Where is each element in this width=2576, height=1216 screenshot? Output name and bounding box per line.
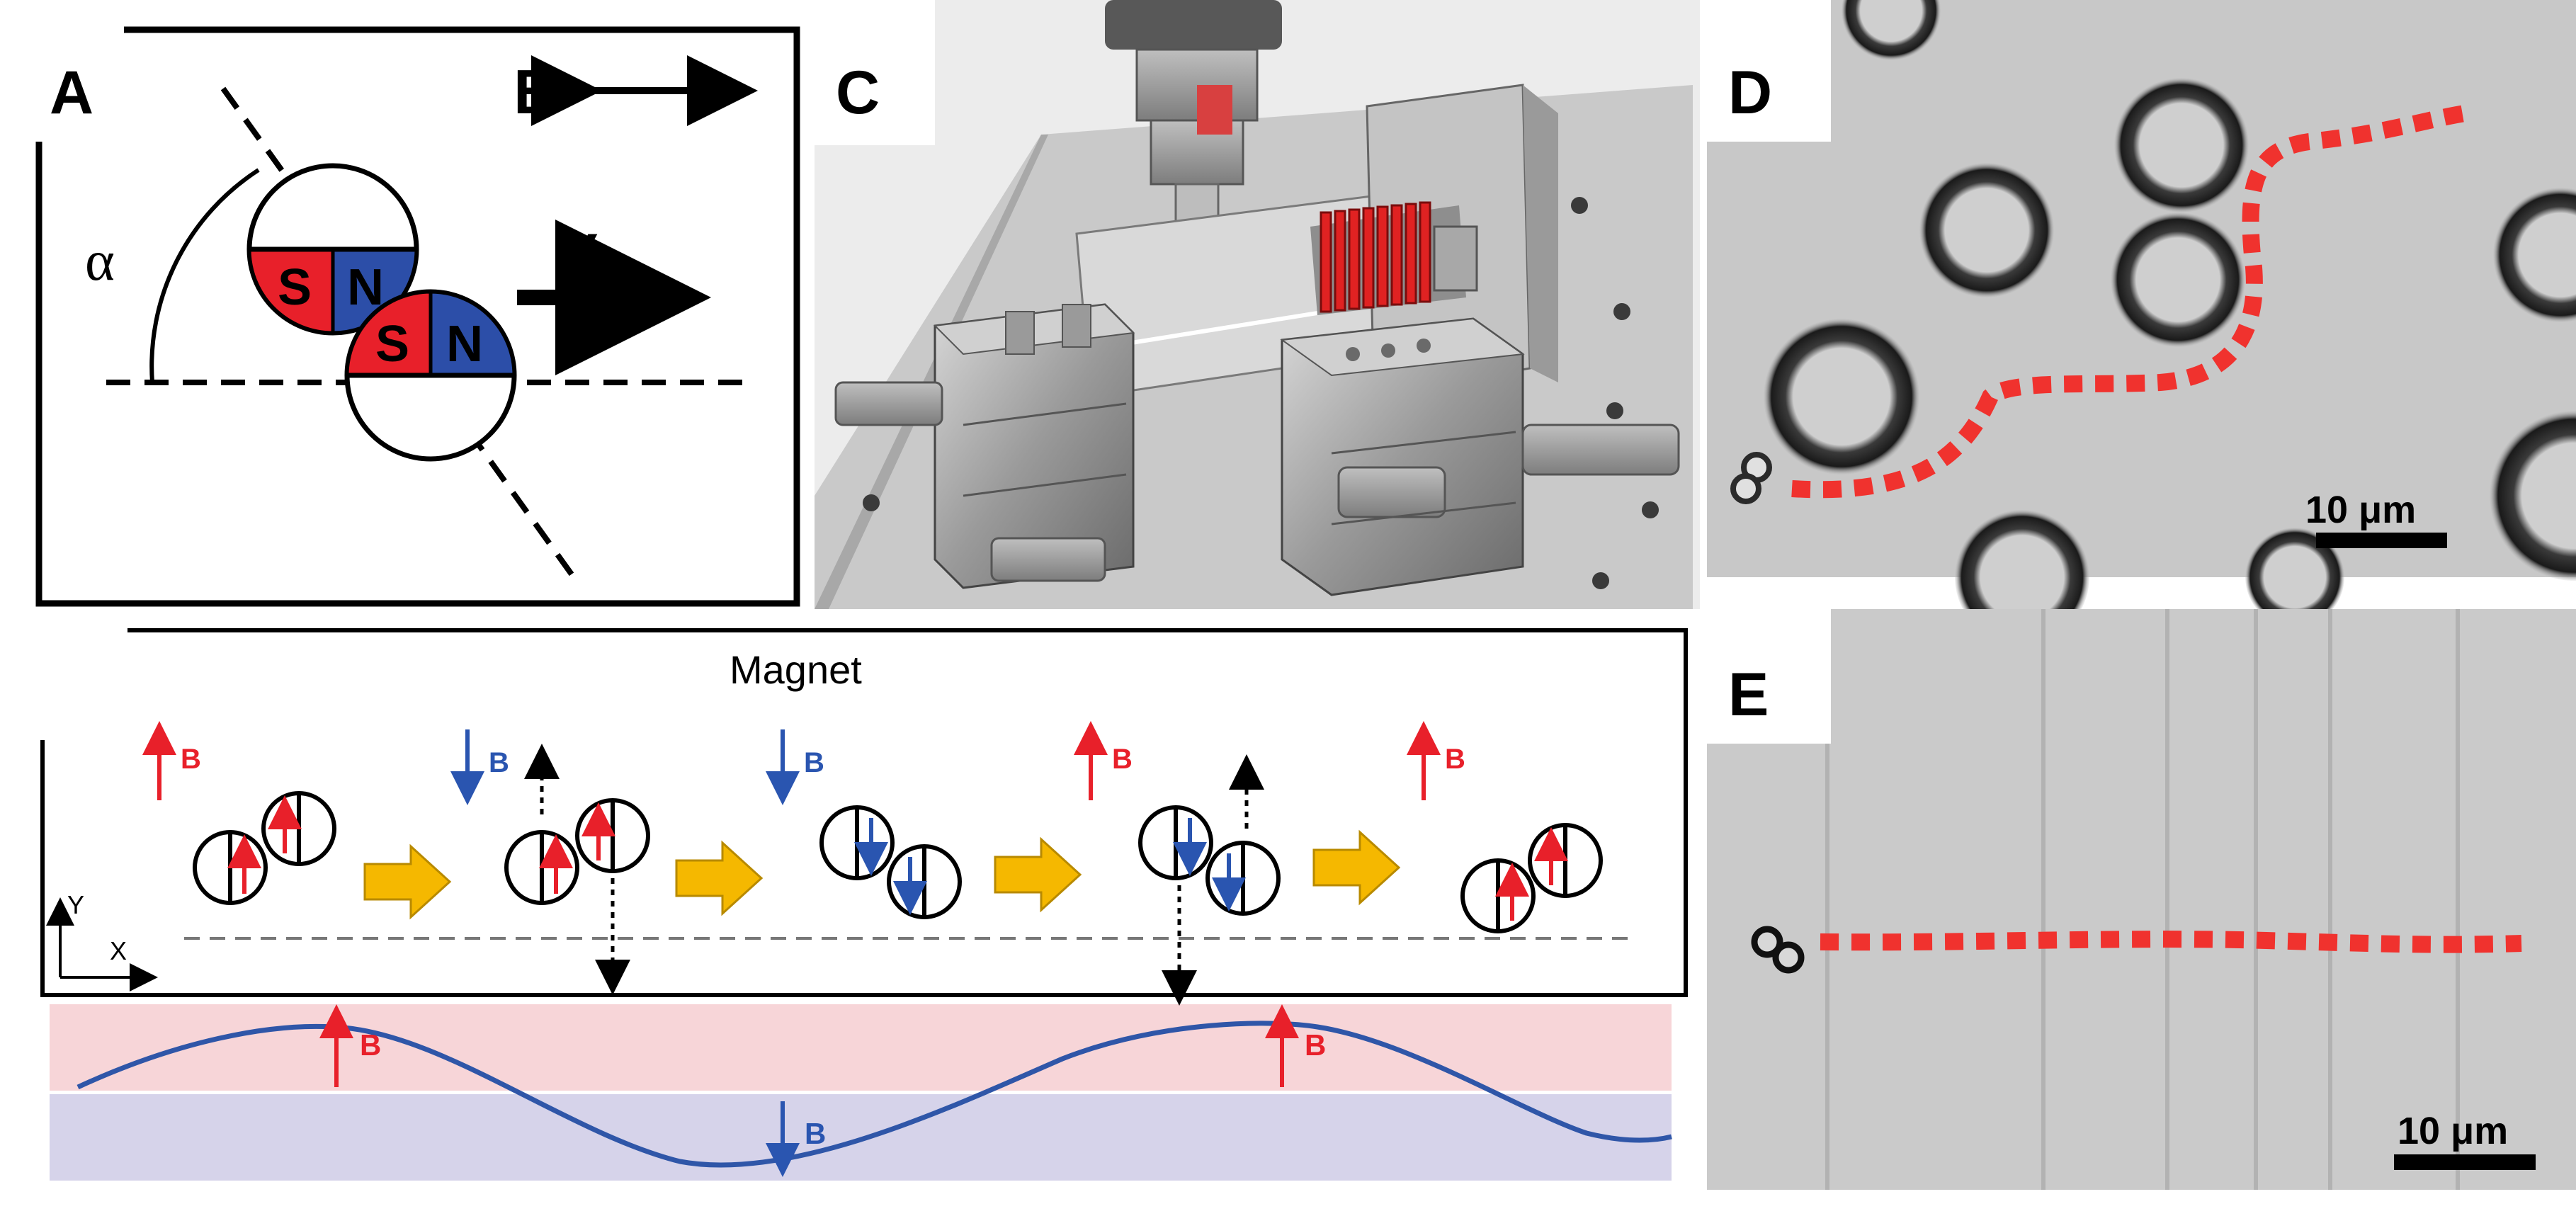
svg-text:B: B — [1305, 1028, 1326, 1062]
angle-label: α — [85, 230, 115, 292]
axis-x-label: X — [110, 936, 127, 965]
translation-stage-left — [834, 303, 1135, 589]
scale-bar-d — [2316, 533, 2447, 548]
svg-text:N: N — [446, 316, 483, 373]
dimer-state-1 — [193, 791, 336, 905]
field-indicator-5: B — [1407, 721, 1465, 800]
panel-a: A B α V S N S N — [0, 0, 800, 607]
panel-c-letter: C — [836, 59, 880, 127]
svg-text:B: B — [489, 747, 509, 778]
trajectory-e — [1820, 931, 2522, 953]
dimer-state-4 — [1138, 754, 1281, 1006]
panel-d: D 10 μm — [1707, 0, 2576, 644]
step-arrow-3 — [994, 836, 1082, 913]
svg-text:B: B — [1445, 744, 1465, 775]
panel-b: B Magnet B B B Y X B B B — [28, 627, 1688, 1181]
step-arrow-1 — [363, 843, 452, 920]
panel-c: C — [815, 0, 1700, 609]
magnet-title: Magnet — [730, 647, 862, 692]
step-arrow-2 — [675, 840, 764, 916]
panel-e-letter: E — [1728, 661, 1769, 729]
svg-text:B: B — [805, 1117, 826, 1150]
dimer-state-3 — [819, 805, 962, 919]
panel-e: E 10 μm — [1707, 609, 2576, 1190]
scale-bar-label-d: 10 μm — [2305, 489, 2416, 531]
scale-bar-e — [2394, 1154, 2536, 1170]
svg-text:B: B — [360, 1028, 381, 1062]
scale-bar-label-e: 10 μm — [2398, 1110, 2508, 1152]
microscope-objective — [1105, 0, 1282, 50]
axis-y-label: Y — [67, 890, 84, 919]
droplets-d — [1730, 0, 2576, 644]
dimer-state-2 — [504, 744, 650, 995]
velocity-label: V — [552, 222, 598, 290]
svg-text:B: B — [804, 747, 824, 778]
field-indicator-3: B — [766, 729, 824, 805]
svg-text:S: S — [375, 316, 409, 373]
svg-text:N: N — [347, 259, 384, 316]
channel-walls-e — [1825, 609, 2460, 1190]
svg-text:S: S — [278, 259, 312, 316]
svg-text:B: B — [1112, 744, 1133, 775]
particle-upper: S N — [246, 163, 419, 336]
panel-d-letter: D — [1728, 59, 1772, 127]
field-indicator-1: B — [142, 721, 201, 800]
field-indicator-4: B — [1074, 721, 1133, 800]
angle-arc — [149, 168, 260, 383]
translation-stage-right — [1280, 317, 1680, 596]
panel-e-image — [1707, 609, 2576, 1190]
electromagnet-coil — [1310, 201, 1478, 315]
dimer-state-5 — [1460, 823, 1603, 933]
trajectory-d — [1791, 105, 2466, 499]
field-label-a: B — [514, 57, 559, 127]
dimer-axis-dashed-line — [220, 86, 577, 579]
step-arrow-4 — [1312, 829, 1401, 906]
field-band-up — [50, 1004, 1672, 1091]
panel-a-letter: A — [50, 59, 93, 127]
particle-lower: S N — [344, 289, 517, 462]
svg-text:B: B — [181, 744, 201, 775]
panel-b-frame — [40, 628, 1688, 997]
field-indicator-2: B — [450, 729, 509, 805]
